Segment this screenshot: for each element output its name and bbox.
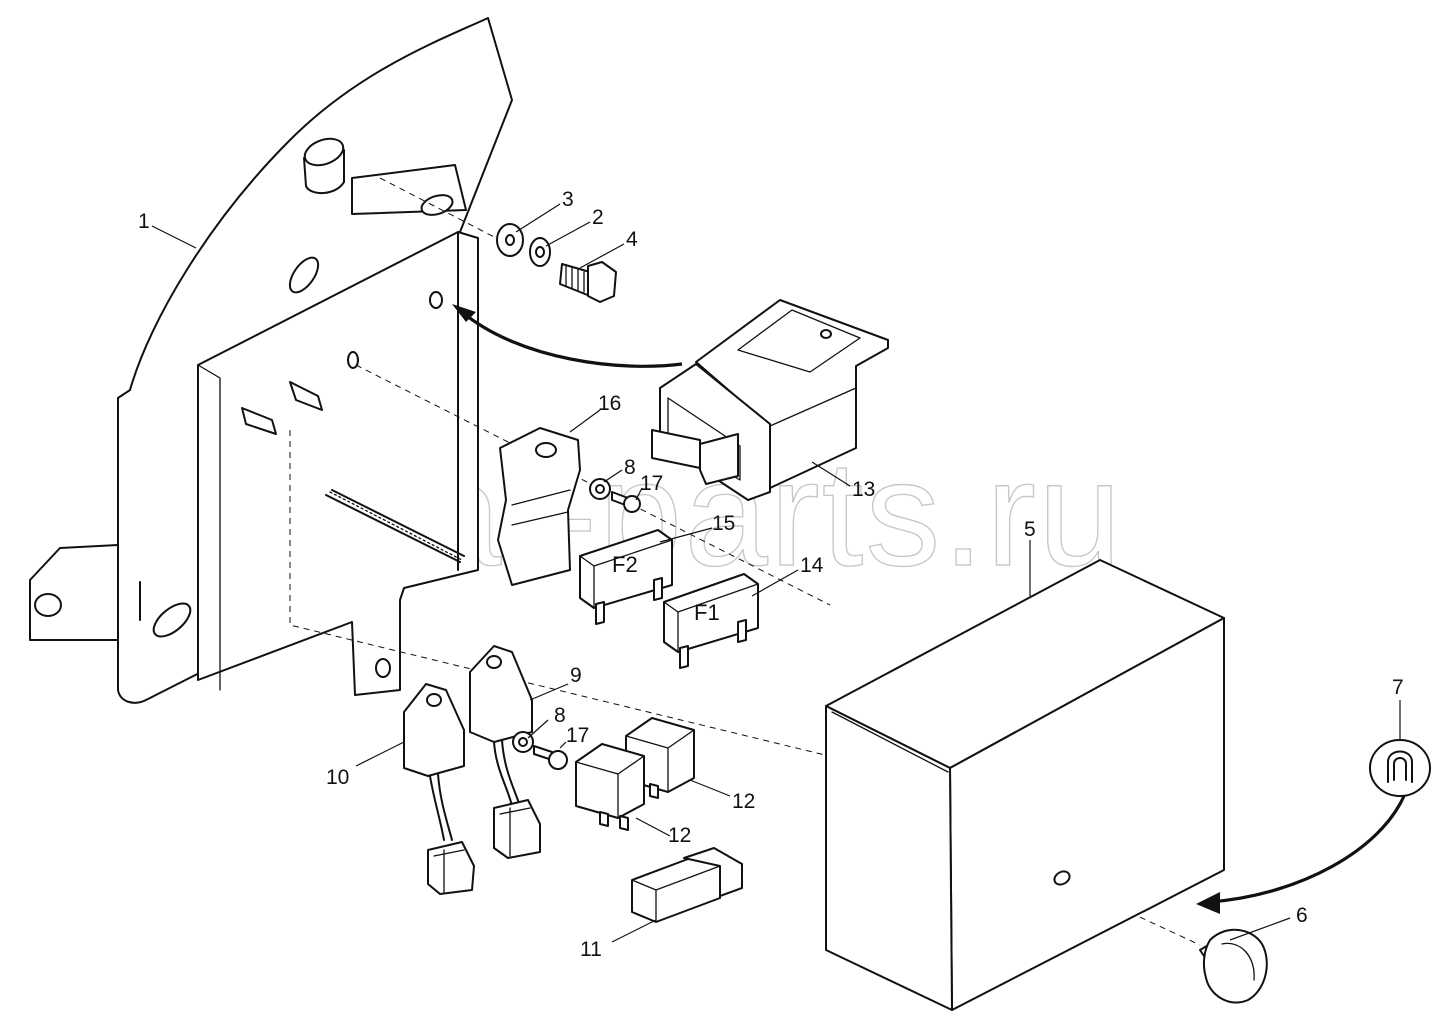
knob-icon: [1202, 928, 1268, 1004]
leader-lines: [151, 203, 1401, 943]
bracket-left-lug: [29, 544, 119, 641]
sensor-part-9: [469, 645, 541, 859]
relay-module-part-11: [631, 847, 743, 923]
bracket-front-plate: [197, 231, 479, 696]
screw-part-17-lower: [533, 745, 568, 770]
callout-15: 15: [712, 512, 735, 535]
fuse-label-f2: F2: [612, 552, 638, 577]
bracket-slot-icon: [152, 602, 192, 638]
fuse-holder-icon: [497, 427, 581, 586]
clip-part-7: [1369, 739, 1431, 797]
cover-box-front-face: [825, 705, 953, 1011]
sensor-icon: [469, 645, 533, 743]
sensor-icon: [403, 683, 465, 777]
fuse-part-15: F2: [579, 529, 673, 625]
relay-part-13: [651, 299, 889, 501]
connector-icon: [493, 799, 541, 859]
washer-part-2: [529, 237, 551, 267]
relay-part-12-front: [575, 743, 645, 831]
clip-icon: [1369, 739, 1431, 797]
callout-8-lower: 8: [554, 704, 566, 727]
boss-icon: [303, 137, 345, 167]
callout-14: 14: [800, 554, 824, 577]
mounting-bracket-part: [29, 17, 513, 704]
callout-6: 6: [1296, 904, 1308, 927]
fuse-holder-part-16: [497, 427, 581, 586]
callout-4: 4: [626, 228, 638, 251]
callout-3: 3: [562, 188, 574, 211]
callout-10: 10: [326, 766, 349, 789]
callout-13: 13: [852, 478, 875, 501]
fuse-part-14: F1: [663, 573, 759, 669]
callout-11: 11: [580, 938, 602, 961]
callout-1: 1: [138, 210, 150, 233]
callout-8-upper: 8: [624, 456, 636, 479]
washer-part-8-lower: [512, 731, 534, 753]
washer-part-8-upper: [589, 478, 611, 500]
bracket-slot-icon: [288, 256, 320, 294]
move-arrow-icon: [460, 310, 683, 368]
callout-9: 9: [570, 664, 582, 687]
connector-icon: [427, 841, 475, 895]
washer-part-3: [496, 223, 524, 257]
sensor-part-10: [403, 683, 475, 895]
standoff-icon: [241, 407, 277, 435]
standoff-icon: [289, 381, 323, 411]
callout-17-upper: 17: [640, 472, 663, 495]
screw-part-17-upper: [611, 491, 641, 513]
arrowhead-icon: [452, 304, 476, 322]
bolt-part-4: [559, 261, 617, 303]
fuse-icon: [579, 529, 673, 609]
callout-2: 2: [592, 206, 604, 229]
callout-labels: 1 3 2 4 16 8 17 15 14 13 5 9 8 17 10 12 …: [138, 188, 1404, 961]
callout-16: 16: [598, 392, 621, 415]
bolt-icon: [559, 263, 591, 297]
move-arrow-icon: [1209, 795, 1406, 904]
callout-7: 7: [1392, 676, 1404, 699]
callout-17-lower: 17: [566, 724, 589, 747]
cover-box-part-5: [825, 559, 1225, 1011]
callout-12-right: 12: [732, 790, 755, 813]
fuse-label-f1: F1: [694, 600, 720, 625]
relay-cube-icon: [575, 743, 645, 819]
knob-part-6: [1199, 928, 1268, 1004]
fuse-icon: [663, 573, 759, 653]
module-icon: [631, 855, 721, 923]
cover-hole-icon: [1053, 870, 1071, 886]
threaded-rod: [325, 494, 461, 563]
callout-12-lower: 12: [668, 824, 691, 847]
arrowhead-icon: [1196, 892, 1220, 914]
callout-5: 5: [1024, 518, 1036, 541]
